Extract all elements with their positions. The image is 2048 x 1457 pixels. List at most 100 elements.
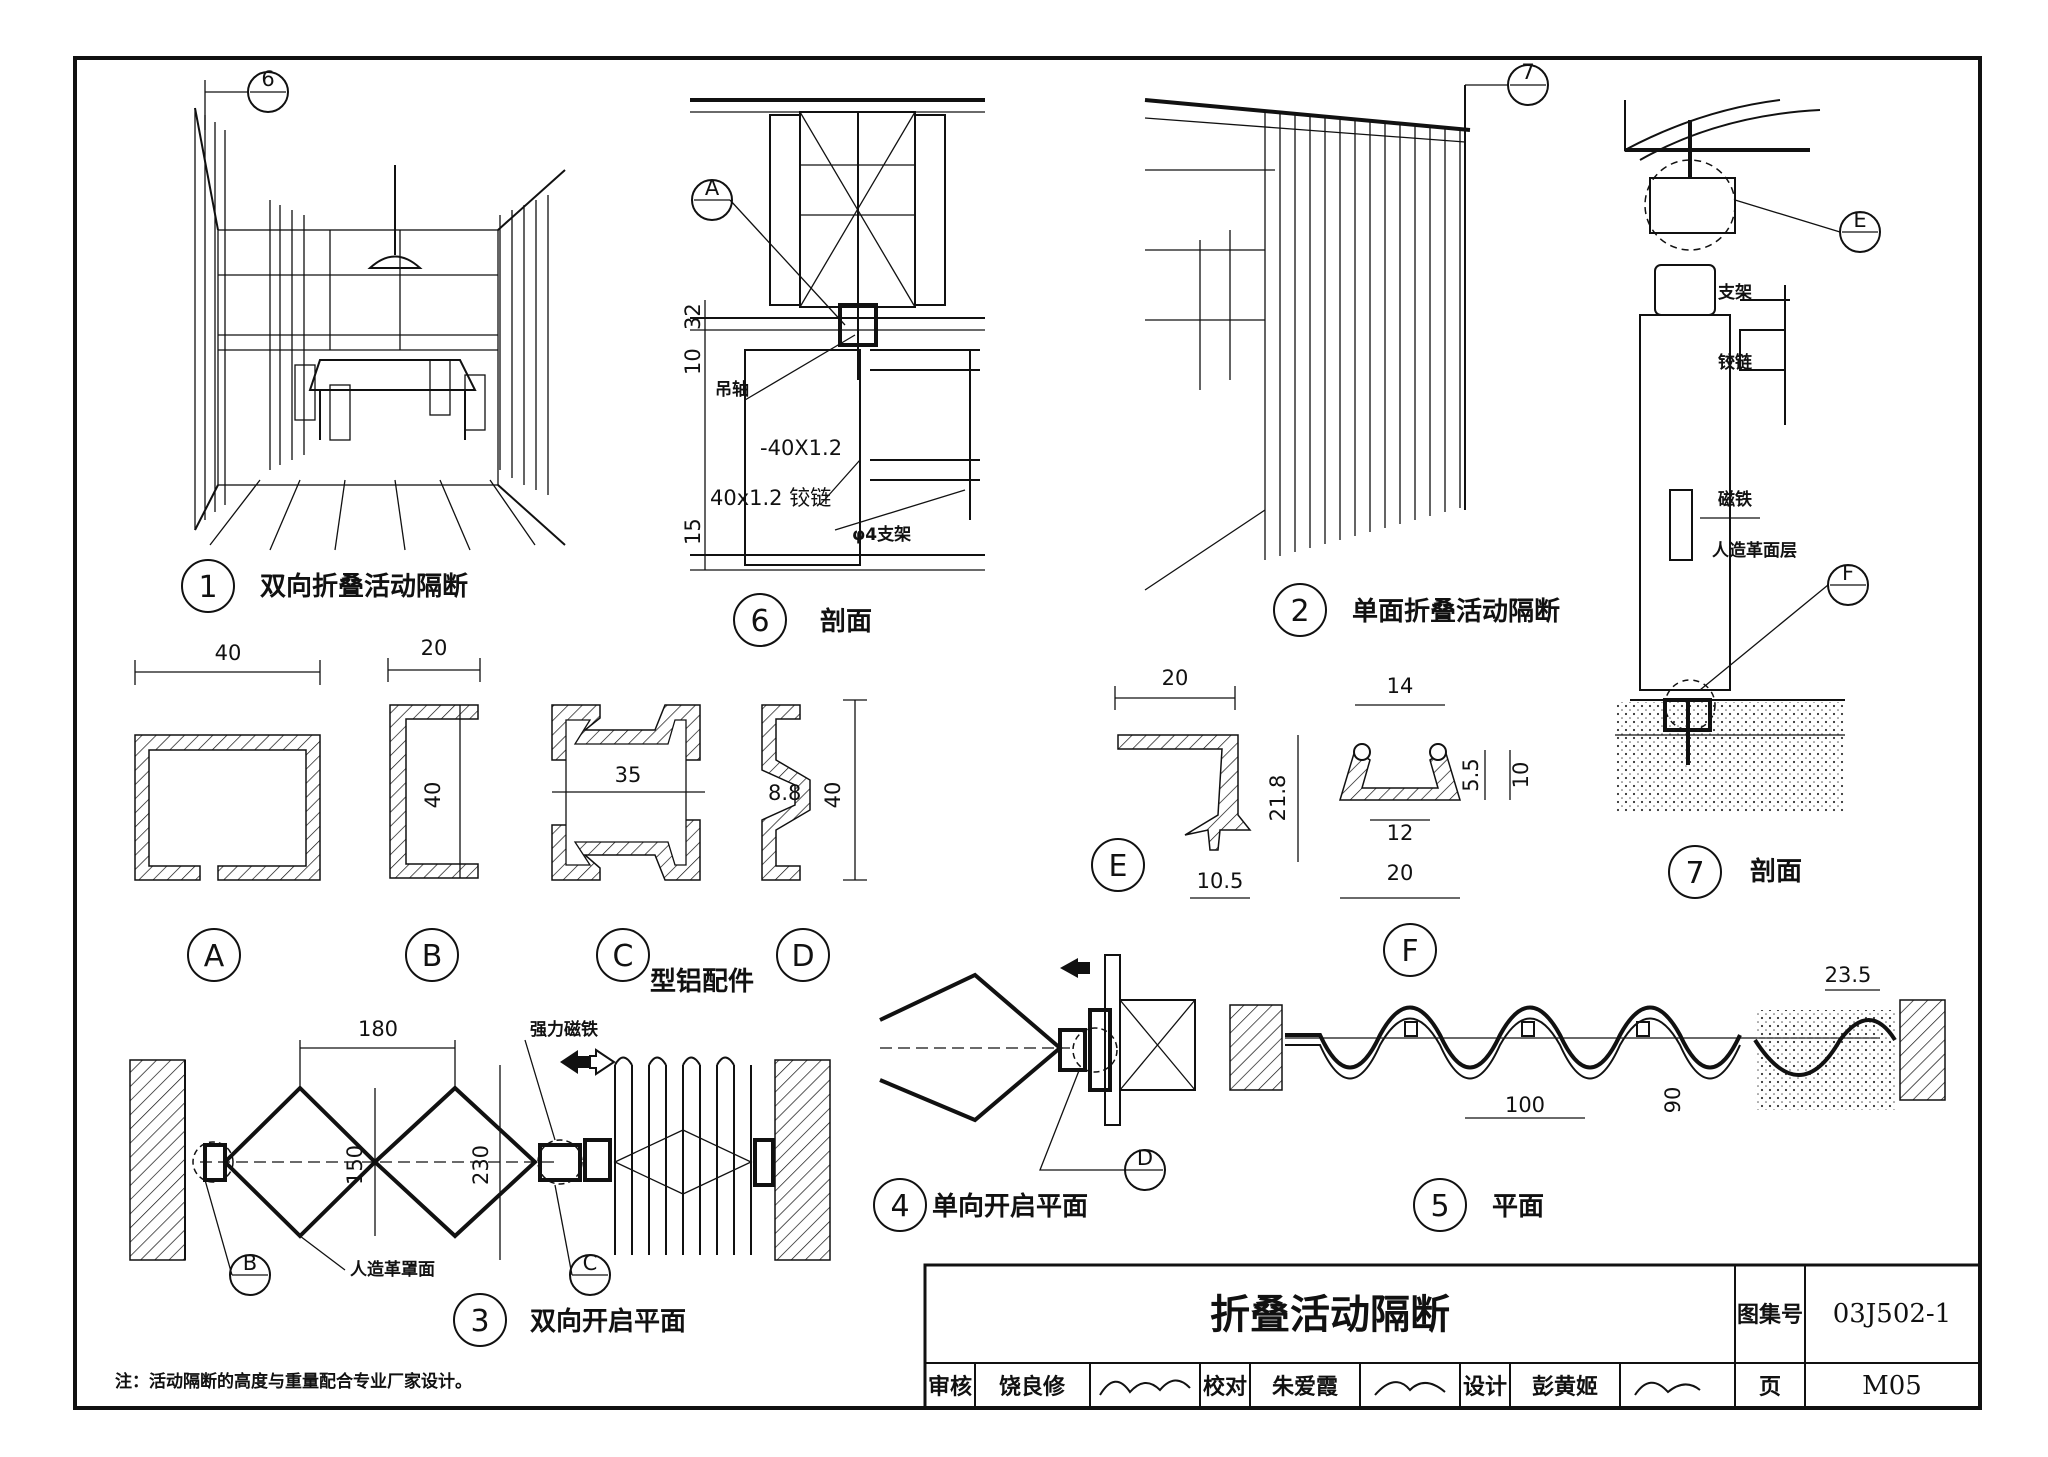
- detail-6-dim-32: 32: [681, 303, 705, 330]
- detail-3-caption: 3 双向开启平面: [453, 1293, 686, 1347]
- check-label: 校对: [1203, 1374, 1247, 1400]
- detail-3-title: 双向开启平面: [530, 1306, 686, 1337]
- profile-d-dim-d: 8.8: [768, 781, 801, 805]
- detail-5-dim-end: 23.5: [1825, 963, 1872, 987]
- detail-1-number: 1: [198, 570, 217, 605]
- profile-f: 14 12 20 5.5 10 F: [1338, 674, 1533, 977]
- detail-7-callout-leather: 人造革面层: [1712, 540, 1797, 561]
- profile-d-label: D: [791, 939, 814, 974]
- profile-f-dim-top: 14: [1387, 674, 1414, 698]
- detail-4-caption: 4 单向开启平面: [873, 1178, 1088, 1232]
- profile-b-dim-w: 20: [421, 636, 448, 660]
- detail-6-caption: 6 剖面: [733, 593, 872, 647]
- reviewer-signature: [1099, 1379, 1191, 1396]
- detail-6-callout-rod: 吊轴: [715, 379, 749, 400]
- detail-4-plan: D: [879, 954, 1196, 1191]
- review-label: 审核: [928, 1374, 972, 1400]
- profile-e-dim-w: 20: [1162, 666, 1189, 690]
- detail-7-callout-magnet: 磁铁: [1718, 489, 1752, 510]
- profile-e-dim-foot: 10.5: [1197, 869, 1244, 893]
- detail-1-title: 双向折叠活动隔断: [260, 571, 468, 602]
- profiles-group-title: 型铝配件: [650, 967, 754, 997]
- profile-b-dim-h: 40: [421, 782, 445, 809]
- detail-1-caption: 1 双向折叠活动隔断: [181, 559, 468, 613]
- checker-signature: [1374, 1381, 1446, 1396]
- designer-signature: [1634, 1381, 1701, 1396]
- detail-6-title: 剖面: [820, 606, 872, 637]
- profile-c-label: C: [613, 939, 634, 974]
- page-number: M05: [1862, 1371, 1922, 1401]
- detail-2-folds: [1264, 110, 1461, 560]
- profile-a-label: A: [204, 939, 225, 974]
- detail-6-callout-bracket: φ4支架: [852, 524, 911, 545]
- detail-6-callout-plate: -40X1.2: [760, 436, 842, 460]
- detail-2-caption: 2 单面折叠活动隔断: [1273, 583, 1560, 637]
- detail-6-dim-10: 10: [681, 348, 705, 375]
- detail-7-number: 7: [1685, 856, 1704, 891]
- detail-5-plan: 100 90 23.5: [1229, 963, 1946, 1119]
- detail-7-section: 支架 铰链 磁铁 人造革面层 E F: [1615, 99, 1881, 812]
- detail-5-title: 平面: [1492, 1192, 1544, 1222]
- detail-4-ref-d: D: [1137, 1146, 1153, 1170]
- detail-7-callout-bracket: 支架: [1718, 282, 1752, 303]
- profile-e: 20 21.8 10.5 E: [1091, 666, 1299, 899]
- profile-f-dim-h2: 10: [1509, 762, 1533, 789]
- detail-6-dim-15: 15: [681, 518, 705, 545]
- profile-f-dim-bot: 20: [1387, 861, 1414, 885]
- profile-c-dim-w: 35: [615, 763, 642, 787]
- detail-4-title: 单向开启平面: [932, 1191, 1088, 1222]
- profile-a: 40 A: [134, 641, 321, 982]
- profile-d-dim-h: 40: [821, 782, 845, 809]
- profile-e-label: E: [1109, 849, 1128, 884]
- reviewer-name: 饶良修: [999, 1374, 1066, 1400]
- page-label: 页: [1759, 1375, 1781, 1400]
- detail-7-ref-e: E: [1853, 208, 1866, 232]
- checker-name: 朱爱霞: [1272, 1375, 1339, 1400]
- drawing-title: 折叠活动隔断: [1210, 1292, 1450, 1338]
- detail-7-callout-hinge: 铰链: [1718, 352, 1753, 373]
- profile-d: 8.8 40 D: [761, 699, 867, 982]
- profile-f-dim-mid: 12: [1387, 821, 1414, 845]
- detail-3-callout-leather: 人造革罩面: [350, 1259, 435, 1280]
- detail-5-dim-pitch: 100: [1505, 1093, 1545, 1117]
- profile-e-dim-h: 21.8: [1266, 775, 1290, 822]
- designer-name: 彭黄姬: [1532, 1374, 1598, 1400]
- detail-5-caption: 5 平面: [1413, 1178, 1544, 1232]
- profile-a-dim-w: 40: [215, 641, 242, 665]
- detail-1-ref-number: 6: [261, 67, 274, 91]
- detail-3-dim-inner: 150: [343, 1145, 367, 1185]
- profile-f-label: F: [1401, 934, 1418, 969]
- detail-1-section-ref: 6: [204, 67, 289, 130]
- profile-f-dim-h1: 5.5: [1459, 758, 1483, 791]
- detail-3-plan: 180 150 230 强力磁铁 人造革罩面 B C: [129, 1017, 831, 1296]
- atlas-number: 03J502-1: [1833, 1299, 1951, 1329]
- sheet-note: 注：活动隔断的高度与重量配合专业厂家设计。: [115, 1371, 472, 1392]
- detail-6-number: 6: [750, 604, 769, 639]
- detail-7-caption: 7 剖面: [1668, 845, 1802, 899]
- detail-6-section: 32 10 15 吊轴 -40X1.2 40x1.2 铰链 φ4支架 A: [681, 98, 985, 571]
- profile-c: 35 C 型铝配件: [551, 704, 754, 997]
- detail-4-number: 4: [890, 1189, 909, 1224]
- detail-1-perspective: [194, 107, 566, 551]
- profile-b: 20 40 B: [387, 636, 481, 982]
- detail-2-number: 2: [1290, 594, 1309, 629]
- detail-3-ref-c: C: [583, 1251, 598, 1275]
- detail-3-dim-outer: 230: [469, 1145, 493, 1185]
- detail-2-ref-number: 7: [1521, 60, 1534, 84]
- detail-2-section-ref: 7: [1465, 60, 1549, 106]
- detail-3-number: 3: [470, 1304, 489, 1339]
- design-label: 设计: [1463, 1375, 1507, 1400]
- detail-6-ref-a: A: [705, 176, 720, 200]
- detail-5-number: 5: [1430, 1189, 1449, 1224]
- detail-7-title: 剖面: [1750, 856, 1802, 887]
- detail-3-dim-width: 180: [358, 1017, 398, 1041]
- title-block: 折叠活动隔断 图集号 03J502-1 审核 饶良修 校对 朱爱霞 设计 彭黄姬…: [923, 1263, 1982, 1410]
- atlas-label: 图集号: [1737, 1302, 1803, 1328]
- detail-3-ref-b: B: [243, 1251, 257, 1275]
- detail-3-stacked-panels: [613, 1056, 753, 1255]
- detail-3-callout-magnet: 强力磁铁: [530, 1019, 598, 1040]
- profile-b-label: B: [422, 939, 443, 974]
- detail-6-callout-hinge: 40x1.2 铰链: [710, 486, 831, 510]
- detail-2-perspective: [1144, 85, 1471, 591]
